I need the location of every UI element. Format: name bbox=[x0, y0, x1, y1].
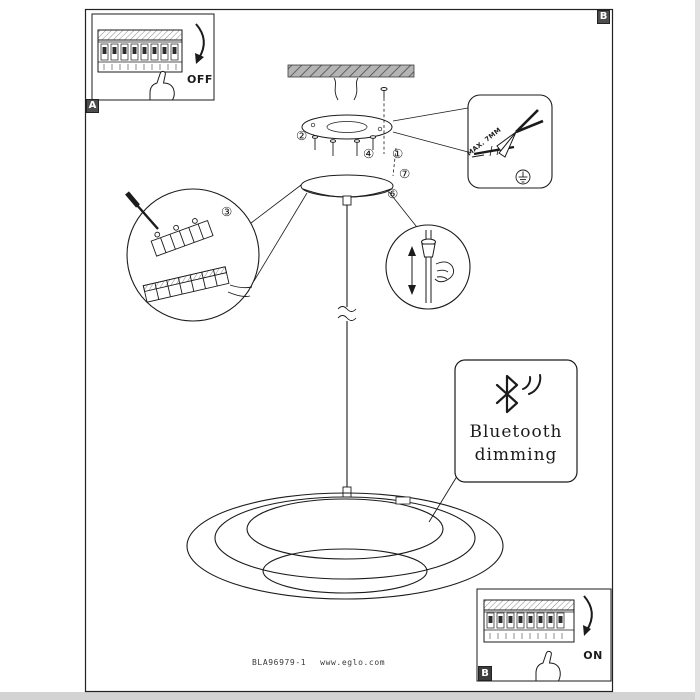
ceiling-mount-exploded bbox=[287, 64, 469, 177]
callout-3: ③ bbox=[221, 204, 233, 219]
screwdriver-icon bbox=[125, 191, 159, 230]
wire-strip-inset bbox=[467, 94, 553, 189]
callout-1: ① bbox=[392, 146, 404, 161]
off-label: OFF bbox=[187, 73, 213, 86]
callout-2: ② bbox=[296, 128, 308, 143]
updown-arrow-icon bbox=[408, 246, 416, 295]
suspension-cable bbox=[337, 205, 357, 487]
page-footer: BLA96979-1 www.eglo.com bbox=[252, 659, 385, 667]
ceiling-hatch bbox=[287, 64, 415, 78]
hand-icon bbox=[434, 261, 455, 283]
cable-grip-inset bbox=[385, 224, 471, 310]
terminal-detail-inset bbox=[125, 188, 260, 322]
bluetooth-icon bbox=[495, 374, 519, 414]
hand-icon bbox=[535, 650, 561, 682]
breaker-panel-off bbox=[97, 29, 183, 73]
off-arrow-icon bbox=[195, 23, 205, 64]
signal-waves-icon bbox=[522, 374, 542, 395]
breaker-panel-on bbox=[483, 599, 575, 643]
footer-website: www.eglo.com bbox=[320, 658, 386, 667]
bluetooth-label-line1: Bluetooth bbox=[469, 422, 563, 442]
section-marker-a: A bbox=[86, 99, 99, 113]
hand-icon bbox=[149, 70, 175, 101]
screws bbox=[311, 135, 377, 156]
callout-4: ④ bbox=[363, 146, 375, 161]
section-marker-b-bottom: B bbox=[478, 666, 492, 681]
on-label: ON bbox=[583, 649, 603, 662]
canopy bbox=[300, 174, 394, 206]
section-marker-b-top: B bbox=[597, 10, 610, 24]
bluetooth-label-line2: dimming bbox=[474, 445, 558, 465]
scan-edge-bottom bbox=[0, 692, 700, 700]
pendant-lamp bbox=[186, 486, 504, 600]
callout-leaders bbox=[250, 181, 421, 282]
pliers-icon bbox=[496, 109, 544, 158]
power-off-inset bbox=[91, 13, 215, 101]
callout-6: ⑥ bbox=[387, 186, 399, 201]
bluetooth-box bbox=[428, 359, 578, 523]
on-arrow-icon bbox=[583, 595, 593, 636]
scan-edge-right bbox=[695, 0, 700, 700]
footer-doc-code: BLA96979-1 bbox=[252, 658, 307, 667]
callout-7: ⑦ bbox=[399, 166, 411, 181]
earth-symbol-icon bbox=[515, 169, 531, 185]
power-on-inset bbox=[476, 588, 612, 682]
